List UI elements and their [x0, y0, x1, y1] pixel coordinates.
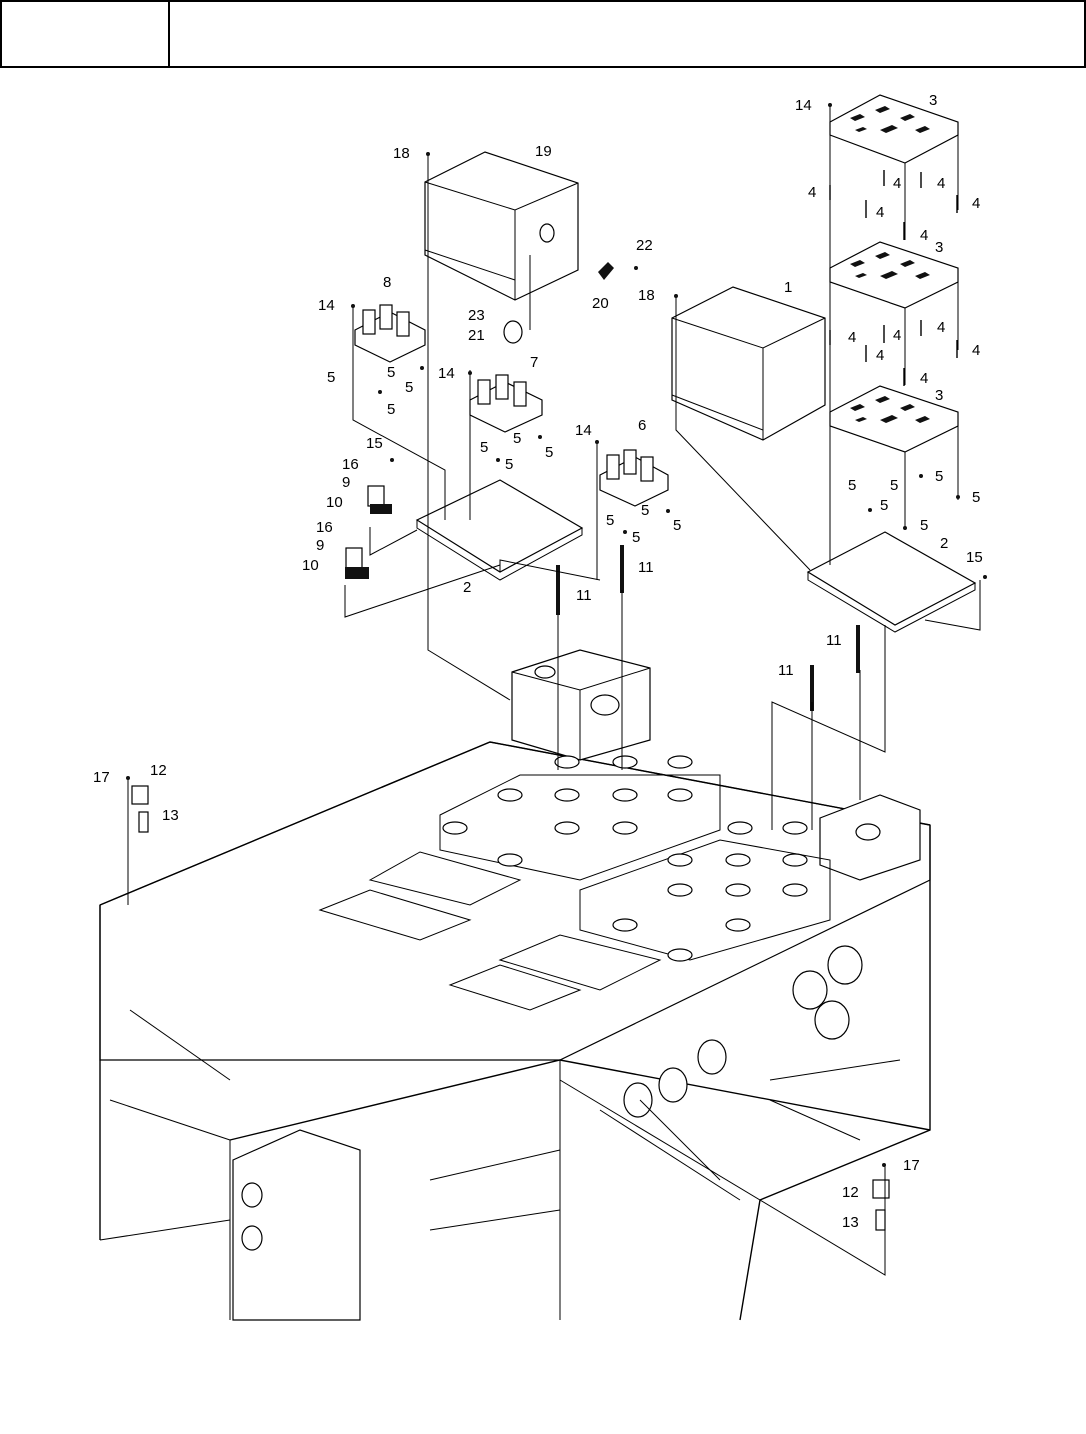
relay-module-8	[355, 305, 425, 362]
cabinet-1	[672, 287, 825, 440]
callout-2: 2	[940, 535, 948, 552]
relay-module-6	[600, 450, 668, 506]
callout-4: 4	[893, 327, 901, 344]
callout-5: 5	[405, 379, 413, 396]
terminal-21	[504, 321, 522, 343]
callout-5: 5	[606, 512, 614, 529]
callout-3: 3	[929, 92, 937, 109]
callout-4: 4	[920, 370, 928, 387]
callout-5: 5	[513, 430, 521, 447]
callout-5: 5	[972, 489, 980, 506]
callout-4: 4	[848, 329, 856, 346]
circuit-board-3-top	[830, 95, 958, 163]
callout-2: 2	[463, 579, 471, 596]
callout-15: 15	[366, 435, 383, 452]
callout-20: 20	[592, 295, 609, 312]
callout-5: 5	[505, 456, 513, 473]
callout-5: 5	[545, 444, 553, 461]
mounting-plate-2-right	[808, 532, 975, 632]
callout-4: 4	[808, 184, 816, 201]
callout-16: 16	[342, 456, 359, 473]
callout-5: 5	[632, 529, 640, 546]
callout-17: 17	[903, 1157, 920, 1174]
callout-1: 1	[784, 279, 792, 296]
callout-5: 5	[327, 369, 335, 386]
callout-21: 21	[468, 327, 485, 344]
callout-17: 17	[93, 769, 110, 786]
callout-5: 5	[387, 364, 395, 381]
callout-3: 3	[935, 239, 943, 256]
callout-4: 4	[937, 175, 945, 192]
callout-5: 5	[935, 468, 943, 485]
callout-5: 5	[920, 517, 928, 534]
callout-4: 4	[893, 175, 901, 192]
callout-5: 5	[641, 502, 649, 519]
contactor-9-lower	[345, 548, 369, 579]
callout-13: 13	[842, 1214, 859, 1231]
callout-18: 18	[393, 145, 410, 162]
callout-4: 4	[920, 227, 928, 244]
callout-4: 4	[876, 204, 884, 221]
callout-11: 11	[576, 587, 592, 604]
exploded-parts-diagram: 1 2 2 3 3 3 4 4 4 4 4 4 4 4 4 4 4 4 5 5 …	[0, 70, 1086, 1360]
sensor-13-left	[132, 786, 148, 832]
callout-14: 14	[575, 422, 592, 439]
callout-9: 9	[342, 474, 350, 491]
callout-5: 5	[387, 401, 395, 418]
callout-13: 13	[162, 807, 179, 824]
callout-22: 22	[636, 237, 653, 254]
chassis-frame	[100, 650, 930, 1320]
callout-7: 7	[530, 354, 538, 371]
callout-23: 23	[468, 307, 485, 324]
callout-5: 5	[480, 439, 488, 456]
callout-14: 14	[318, 297, 335, 314]
callout-19: 19	[535, 143, 552, 160]
callout-4: 4	[876, 347, 884, 364]
callout-5: 5	[673, 517, 681, 534]
callout-11: 11	[638, 559, 654, 576]
sensor-13-right	[873, 1180, 889, 1230]
callout-6: 6	[638, 417, 646, 434]
callout-4: 4	[972, 342, 980, 359]
callout-15: 15	[966, 549, 983, 566]
callout-10: 10	[302, 557, 319, 574]
callout-5: 5	[880, 497, 888, 514]
callout-3: 3	[935, 387, 943, 404]
callout-10: 10	[326, 494, 343, 511]
callout-4: 4	[972, 195, 980, 212]
callout-16: 16	[316, 519, 333, 536]
callout-9: 9	[316, 537, 324, 554]
callout-8: 8	[383, 274, 391, 291]
relay-module-7	[470, 375, 542, 432]
header-table	[0, 0, 1086, 68]
callout-12: 12	[150, 762, 167, 779]
header-right-cell	[170, 2, 1084, 66]
contactor-9-upper	[368, 486, 392, 514]
header-left-cell	[2, 2, 170, 66]
fan-20	[598, 262, 614, 280]
callout-12: 12	[842, 1184, 859, 1201]
cabinet-19	[425, 152, 578, 300]
callout-5: 5	[890, 477, 898, 494]
callout-14: 14	[795, 97, 812, 114]
callout-11: 11	[826, 632, 842, 649]
callout-5: 5	[848, 477, 856, 494]
callout-14: 14	[438, 365, 455, 382]
callout-11: 11	[778, 662, 794, 679]
callout-18: 18	[638, 287, 655, 304]
callout-4: 4	[937, 319, 945, 336]
